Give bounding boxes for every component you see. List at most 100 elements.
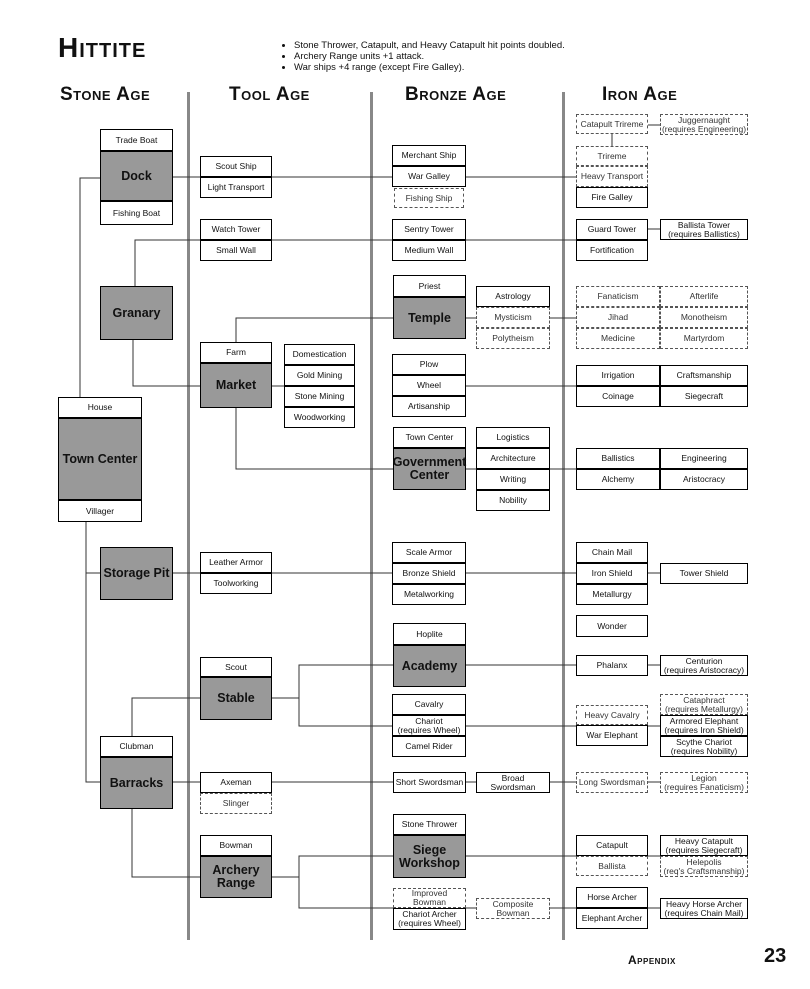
unit-heavy-transport: Heavy Transport — [576, 166, 648, 187]
building-medium-wall: Medium Wall — [392, 240, 466, 261]
footer-section-label: Appendix — [628, 953, 676, 967]
tech-gold-mining: Gold Mining — [284, 365, 355, 386]
tech-astrology: Astrology — [476, 286, 550, 307]
unit-slinger: Slinger — [200, 793, 272, 814]
unit-armored-elephant: Armored Elephant (requires Iron Shield) — [660, 715, 748, 736]
unit-juggernaught: Juggernaught (requires Engineering) — [660, 114, 748, 135]
unit-elephant-archer: Elephant Archer — [576, 908, 648, 929]
tech-medicine: Medicine — [576, 328, 660, 349]
bonus-item: War ships +4 range (except Fire Galley). — [294, 62, 565, 73]
unit-heavy-catapult: Heavy Catapult (requires Siegecraft) — [660, 835, 748, 856]
building-ballista-tower: Ballista Tower (requires Ballistics) — [660, 219, 748, 240]
building-market[interactable]: Market — [200, 363, 272, 408]
unit-long-swordsman: Long Swordsman — [576, 772, 648, 793]
unit-cataphract: Cataphract (requires Metallurgy) — [660, 694, 748, 715]
unit-centurion: Centurion (requires Aristocracy) — [660, 655, 748, 676]
unit-broad-swordsman: Broad Swordsman — [476, 772, 550, 793]
unit-short-swordsman: Short Swordsman — [393, 772, 466, 793]
bonus-item: Stone Thrower, Catapult, and Heavy Catap… — [294, 40, 565, 51]
unit-scout: Scout — [200, 657, 272, 677]
bonus-item: Archery Range units +1 attack. — [294, 51, 565, 62]
unit-chariot: Chariot (requires Wheel) — [392, 715, 466, 736]
building-farm: Farm — [200, 342, 272, 363]
unit-house: House — [58, 397, 142, 418]
unit-catapult: Catapult — [576, 835, 648, 856]
tech-irrigation: Irrigation — [576, 365, 660, 386]
building-town-center[interactable]: Town Center — [58, 418, 142, 500]
building-stable[interactable]: Stable — [200, 677, 272, 720]
unit-horse-archer: Horse Archer — [576, 887, 648, 908]
connector — [298, 698, 576, 727]
building-small-wall: Small Wall — [200, 240, 272, 261]
unit-fire-galley: Fire Galley — [576, 187, 648, 208]
building-barracks[interactable]: Barracks — [100, 757, 173, 809]
tech-jihad: Jihad — [576, 307, 660, 328]
tech-martyrdom: Martyrdom — [660, 328, 748, 349]
age-divider — [370, 92, 373, 940]
connector — [235, 317, 393, 342]
tech-iron-shield: Iron Shield — [576, 563, 648, 584]
tech-leather-armor: Leather Armor — [200, 552, 272, 573]
unit-war-galley: War Galley — [392, 166, 466, 187]
unit-villager: Villager — [58, 500, 142, 522]
tech-polytheism: Polytheism — [476, 328, 550, 349]
tech-alchemy: Alchemy — [576, 469, 660, 490]
tech-architecture: Architecture — [476, 448, 550, 469]
unit-light-transport: Light Transport — [200, 177, 272, 198]
building-dock[interactable]: Dock — [100, 151, 173, 201]
tech-monotheism: Monotheism — [660, 307, 748, 328]
building-storage-pit[interactable]: Storage Pit — [100, 547, 173, 600]
unit-scout-ship: Scout Ship — [200, 156, 272, 177]
connector — [298, 877, 393, 909]
age-header-iron: Iron Age — [602, 84, 678, 105]
tech-woodworking: Woodworking — [284, 407, 355, 428]
tech-aristocracy: Aristocracy — [660, 469, 748, 490]
tech-domestication: Domestication — [284, 344, 355, 365]
unit-improved-bowman: Improved Bowman — [393, 888, 466, 908]
unit-merchant-ship: Merchant Ship — [392, 145, 466, 166]
age-header-tool: Tool Age — [229, 84, 310, 105]
connector — [134, 239, 200, 286]
building-archery-range[interactable]: Archery Range — [200, 856, 272, 898]
age-divider — [187, 92, 190, 940]
tech-scale-armor: Scale Armor — [392, 542, 466, 563]
unit-legion: Legion (requires Fanaticism) — [660, 772, 748, 793]
unit-clubman: Clubman — [100, 736, 173, 757]
tech-craftsmanship: Craftsmanship — [660, 365, 748, 386]
tech-ballistics: Ballistics — [576, 448, 660, 469]
tech-bronze-shield: Bronze Shield — [392, 563, 466, 584]
unit-ballista: Ballista — [576, 856, 648, 876]
building-government-center[interactable]: Government Center — [393, 448, 466, 490]
tech-nobility: Nobility — [476, 490, 550, 511]
tech-afterlife: Afterlife — [660, 286, 748, 307]
unit-fishing-ship: Fishing Ship — [394, 188, 464, 208]
tech-fanaticism: Fanaticism — [576, 286, 660, 307]
tech-tower-shield: Tower Shield — [660, 563, 748, 584]
unit-fishing-boat: Fishing Boat — [100, 201, 173, 225]
unit-priest: Priest — [393, 275, 466, 297]
building-granary[interactable]: Granary — [100, 286, 173, 340]
building-academy[interactable]: Academy — [393, 645, 466, 687]
unit-heavy-cavalry: Heavy Cavalry — [576, 705, 648, 725]
unit-helepolis: Helepolis (req's Craftsmanship) — [660, 856, 748, 877]
building-wonder: Wonder — [576, 615, 648, 637]
tech-metalworking: Metalworking — [392, 584, 466, 605]
unit-trade-boat: Trade Boat — [100, 129, 173, 151]
building-siege-workshop[interactable]: Siege Workshop — [393, 835, 466, 878]
unit-hoplite: Hoplite — [393, 623, 466, 645]
unit-catapult-trireme: Catapult Trireme — [576, 114, 648, 134]
connector — [235, 408, 393, 470]
tech-artisanship: Artisanship — [392, 396, 466, 417]
building-temple[interactable]: Temple — [393, 297, 466, 339]
unit-cavalry: Cavalry — [392, 694, 466, 715]
unit-axeman: Axeman — [200, 772, 272, 793]
tech-coinage: Coinage — [576, 386, 660, 407]
building-guard-tower: Guard Tower — [576, 219, 648, 240]
unit-heavy-horse-archer: Heavy Horse Archer (requires Chain Mail) — [660, 898, 748, 919]
tech-wheel: Wheel — [392, 375, 466, 396]
unit-bowman: Bowman — [200, 835, 272, 856]
unit-stone-thrower: Stone Thrower — [393, 814, 466, 835]
unit-phalanx: Phalanx — [576, 655, 648, 676]
building-watch-tower: Watch Tower — [200, 219, 272, 240]
